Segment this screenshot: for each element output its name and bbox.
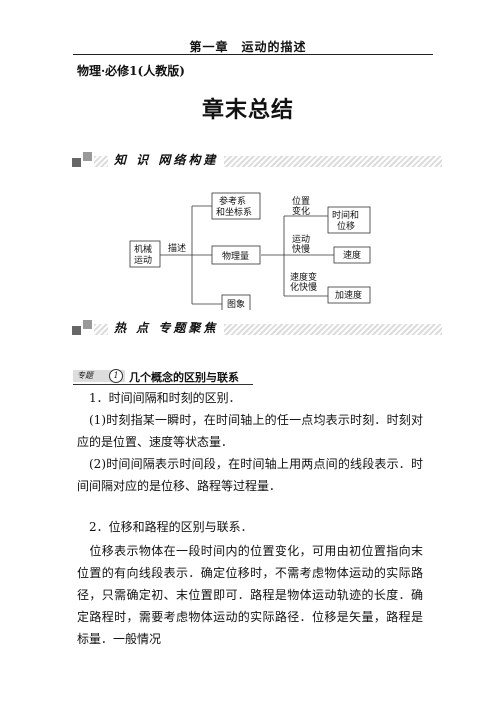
paragraph: (1)时刻指某一瞬时，在时间轴上的任一点均表示时刻．时刻对应的是位置、速度等状态… bbox=[77, 409, 423, 453]
header-rule bbox=[73, 54, 433, 55]
node-physical-quantity bbox=[211, 245, 261, 265]
paragraph: (2)时间间隔表示时间段，在时间轴上用两点间的线段表示．时间间隔对应的是位移、路… bbox=[77, 453, 423, 497]
chapter-header: 第一章 运动的描述 bbox=[189, 40, 307, 54]
banner-stripe bbox=[94, 324, 442, 335]
node-velocity bbox=[333, 246, 371, 264]
l1-line1: 位置 bbox=[292, 195, 310, 207]
node-acceleration bbox=[327, 286, 371, 304]
banner-stripe bbox=[94, 156, 442, 167]
text-b1: 时间和位移 bbox=[332, 209, 359, 232]
topic-rule bbox=[73, 384, 253, 385]
paragraph-text: 位移表示物体在一段时间内的位置变化，可用由初位置指向末位置的有向线段表示．确定位… bbox=[77, 544, 423, 646]
l2-line1: 运动 bbox=[292, 234, 310, 245]
paragraph-text: 1．时间间隔和时刻的区别． bbox=[89, 391, 241, 405]
ref-line1: 参考系 bbox=[219, 195, 246, 207]
text-describe: 描述 bbox=[168, 242, 186, 254]
text-l3: 速度变化快慢 bbox=[290, 271, 317, 293]
text-l2: 运动快慢 bbox=[292, 234, 310, 255]
text-graph: 图象 bbox=[227, 298, 245, 310]
paragraph-text: 2．位移和路程的区别与联系． bbox=[89, 520, 253, 534]
knowledge-diagram: 机械运动 描述 参考系和坐标系 物理量 图象 位置变化 运动快慢 速度变化快慢 … bbox=[129, 192, 371, 310]
b1-line2: 位移 bbox=[337, 220, 355, 232]
text-root: 机械运动 bbox=[134, 243, 152, 266]
banner-label: 知 识 网络构建 bbox=[108, 151, 225, 168]
banner-square-icon bbox=[83, 320, 92, 329]
root-line2: 运动 bbox=[134, 255, 152, 266]
paragraph-text: (1)时刻指某一瞬时，在时间轴上的任一点均表示时刻．时刻对应的是位置、速度等状态… bbox=[77, 413, 423, 449]
text-b2: 速度 bbox=[343, 249, 361, 261]
l2-line2: 快慢 bbox=[292, 243, 310, 255]
paragraph: 2．位移和路程的区别与联系． bbox=[77, 516, 423, 538]
banner-square-icon bbox=[72, 158, 81, 167]
text-ref: 参考系和坐标系 bbox=[216, 195, 252, 218]
paragraph: 1．时间间隔和时刻的区别． bbox=[77, 387, 423, 409]
node-time-displacement bbox=[327, 206, 371, 234]
node-mechanical-motion bbox=[129, 240, 161, 268]
l1-line2: 变化 bbox=[292, 205, 310, 217]
knowledge-banner: 知 识 网络构建 bbox=[72, 151, 442, 171]
text-l1: 位置变化 bbox=[292, 195, 310, 217]
topic-banner: 热 点 专题聚焦 bbox=[72, 319, 442, 339]
paragraph: 位移表示物体在一段时间内的位置变化，可用由初位置指向末位置的有向线段表示．确定位… bbox=[77, 540, 423, 650]
node-reference-frame bbox=[211, 192, 261, 220]
book-name: 物理·必修1(人教版) bbox=[77, 64, 185, 78]
ref-line2: 和坐标系 bbox=[216, 206, 252, 218]
banner-square-icon bbox=[72, 326, 81, 335]
b1-line1: 时间和 bbox=[332, 209, 359, 221]
paragraph-text: (2)时间间隔表示时间段，在时间轴上用两点间的线段表示．时间间隔对应的是位移、路… bbox=[77, 457, 423, 493]
banner-label: 热 点 专题聚焦 bbox=[108, 319, 225, 336]
text-b3: 加速度 bbox=[335, 289, 362, 301]
page-title: 章末总结 bbox=[201, 98, 294, 123]
banner-square-icon bbox=[83, 152, 92, 161]
text-physq: 物理量 bbox=[222, 250, 249, 262]
l3-line2: 化快慢 bbox=[290, 281, 317, 293]
l3-line1: 速度变 bbox=[290, 271, 317, 283]
node-graph bbox=[221, 294, 251, 310]
topic-number: 1 bbox=[109, 369, 123, 383]
root-line1: 机械 bbox=[134, 243, 152, 255]
topic-heading: 专题 1 几个概念的区别与联系 bbox=[73, 368, 253, 386]
topic-title: 几个概念的区别与联系 bbox=[129, 371, 239, 384]
